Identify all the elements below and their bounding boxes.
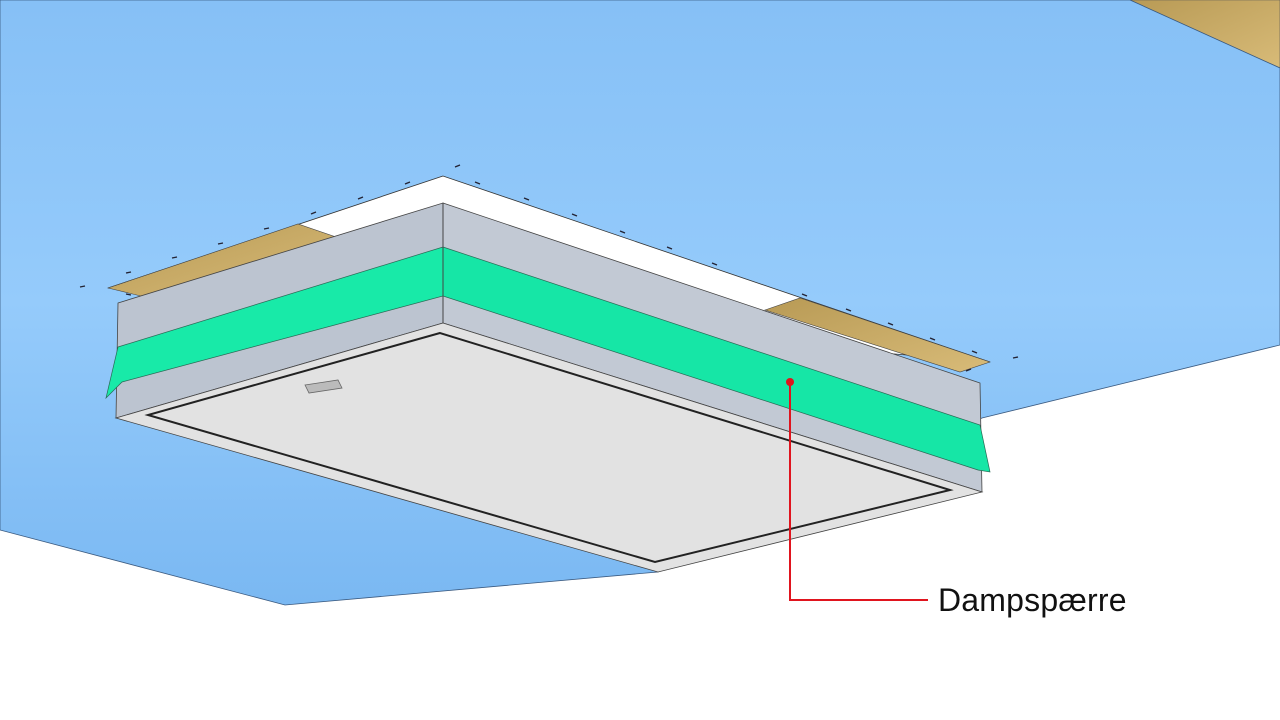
vapor-barrier-left	[105, 246, 444, 400]
callout-leader	[786, 378, 928, 601]
wood-strip-right	[764, 297, 991, 373]
fastener-marks	[79, 164, 1019, 372]
hatch-inner-outline	[144, 331, 954, 564]
hatch-lock-icon	[304, 379, 343, 394]
callout-label-vapor-barrier: Dampspærre	[938, 582, 1127, 618]
